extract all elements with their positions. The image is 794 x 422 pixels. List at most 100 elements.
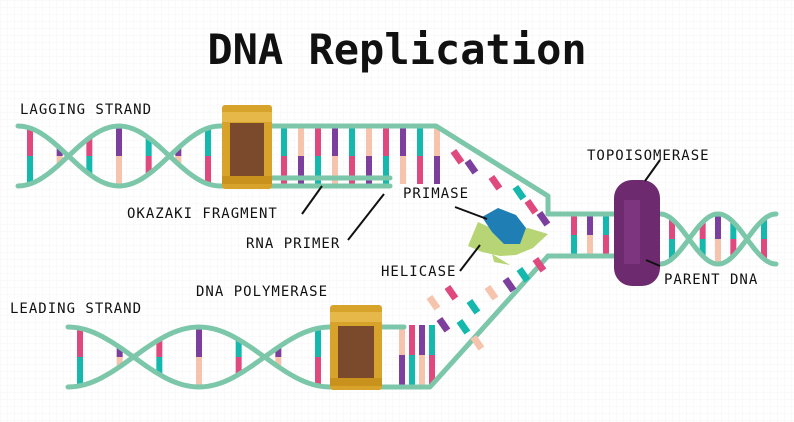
label-okazaki-fragment: OKAZAKI FRAGMENT [127,206,278,222]
free-nucleotide-3 [512,184,527,201]
label-rna-primer: RNA PRIMER [246,236,340,252]
free-nucleotide-4 [524,198,539,215]
upper-rung-7-a [400,128,406,156]
lagging-helix-rung-0-b [27,128,33,156]
base-pair-rungs [27,126,767,387]
leading-helix-rung-5-b [275,347,282,357]
leading-helix-rung-2-b [156,357,163,375]
lower-rung-2-a [419,325,425,355]
label-dna-polymerase: DNA POLYMERASE [196,284,328,300]
leading-helix-rung-4-b [235,357,242,375]
lagging-helix-rung-5-b [175,147,182,156]
parent-helix-rung-0-b [669,219,675,239]
upper-rung-8-a [417,128,423,156]
diagram-labels: LAGGING STRAND OKAZAKI FRAGMENT RNA PRIM… [10,102,758,317]
upper-rung-9-a [434,128,440,156]
parent-rung-0-a [571,216,577,235]
upper-rung-0-a [281,128,287,156]
parent-helix-rung-4-b [730,239,737,256]
free-nucleotides [426,148,551,351]
topoisomerase-enzyme [614,180,660,286]
lagging-helix-rung-2-a [86,137,93,156]
parent-rung-2-a [603,216,609,235]
topoisomerase-highlight [624,200,640,264]
free-nucleotide-12 [532,256,547,273]
leading-helix-rung-1-b [116,347,123,357]
parent-helix-rung-4-a [730,222,737,239]
free-nucleotide-2 [488,174,503,191]
leading-helix-rung-3-b [196,357,202,387]
topoisomerase-leader [644,159,661,182]
upper-rung-3-a [332,128,338,156]
lagging-helix-rung-6-a [205,156,211,184]
label-primase: PRIMASE [403,186,469,202]
label-parent-dna: PARENT DNA [664,272,758,288]
leading-helix-rung-1-a [116,357,123,367]
leading-helix-rung-0-b [77,328,83,357]
polymerase-upper-cap [222,112,272,122]
leading-helix-backbone-1 [65,324,333,390]
lagging-helix-rung-6-b [205,128,211,156]
leading-helix-rung-4-a [235,339,242,357]
parent-dna-leader [645,259,661,267]
upper-rung-5-a [366,128,372,156]
free-nucleotide-14 [456,318,471,335]
lower-rung-3-a [429,325,435,355]
primase-leader [454,206,488,220]
upper-rung-4-a [349,128,355,156]
parent-helix-rung-6-a [761,239,767,259]
free-nucleotide-8 [466,298,481,315]
helicase-tail [492,254,510,265]
label-helicase: HELICASE [381,264,456,280]
free-nucleotide-6 [426,294,441,311]
lower-rung-3-b [429,355,435,385]
leading-helix-rung-5-a [275,357,282,367]
dna-polymerase-upper [222,105,272,189]
lagging-helix-rung-1-a [56,156,63,165]
lagging-helix-backbone-2 [15,123,223,189]
free-nucleotide-1 [464,158,479,175]
parent-helix-backbone-2 [657,211,779,267]
upper-rung-6-a [383,128,389,156]
upper-rung-5-b [366,156,372,184]
parent-rung-1-b [587,235,593,254]
upper-rung-7-b [400,156,406,184]
lagging-helix-backbone-1 [15,123,223,189]
lower-rung-2-b [419,355,425,385]
polymerase-upper-core [230,123,264,177]
parent-helix-rung-2-a [699,222,706,239]
lower-rung-1-a [409,325,415,355]
lower-rung-0-b [399,355,405,385]
parent-helix-rung-3-b [715,239,721,264]
parent-helix-rung-2-b [699,239,706,256]
lagging-helix-rung-4-b [145,156,152,175]
lagging-parent-top [217,123,551,217]
free-nucleotide-5 [536,210,551,227]
leading-helix-rung-0-a [77,357,83,386]
okazaki-leader [301,185,323,215]
rna-primer-leader [347,193,385,241]
lagging-helix-rung-5-a [175,156,182,165]
free-nucleotide-15 [470,334,485,351]
lagging-helix-rung-3-a [116,126,122,156]
parent-rung-1-a [587,216,593,235]
polymerase-upper-base [222,176,272,184]
parent-helix-rung-6-b [761,219,767,239]
leading-helix-rung-6-b [315,328,321,357]
upper-rung-2-a [315,128,321,156]
polymerase-lower-base [330,378,382,386]
upper-rung-1-a [298,128,304,156]
label-leading-strand: LEADING STRAND [10,301,142,317]
leading-helix-rung-6-a [315,357,321,386]
polymerase-lower-core [338,326,374,380]
lower-rung-0-a [399,325,405,355]
free-nucleotide-11 [516,266,531,283]
upper-rung-2-b [315,156,321,184]
label-topoisomerase: TOPOISOMERASE [587,148,710,164]
upper-rung-9-b [434,156,440,184]
label-leader-lines [301,159,661,272]
primase-enzyme [482,208,526,244]
free-nucleotide-13 [436,316,451,333]
page-title: DNA Replication [207,25,586,74]
